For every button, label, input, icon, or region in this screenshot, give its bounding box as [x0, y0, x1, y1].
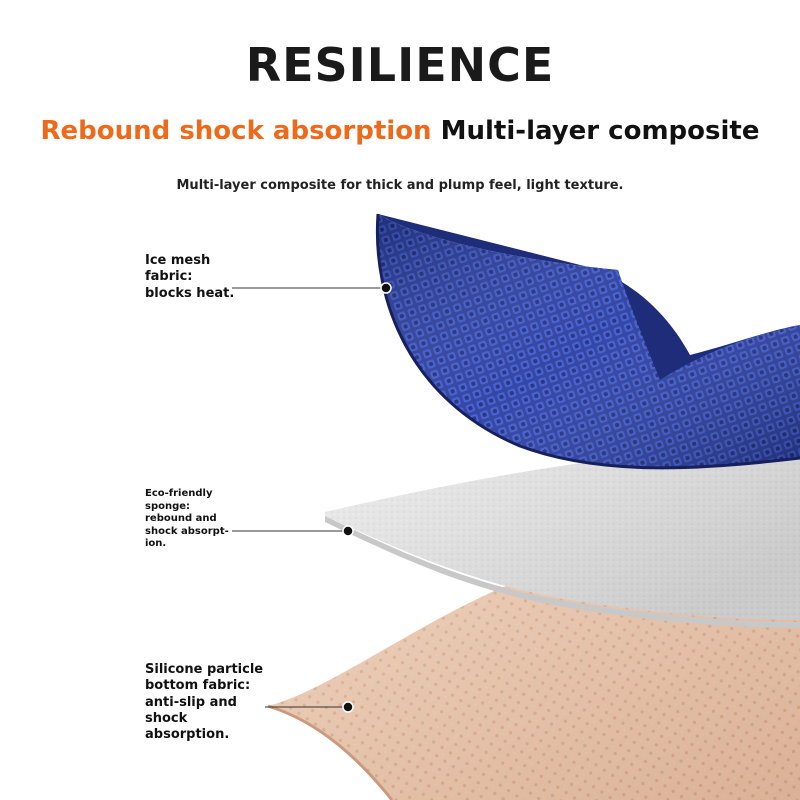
- sponge-layer: [325, 448, 800, 628]
- label-line: Ice mesh: [145, 253, 211, 268]
- mesh-dot: [380, 282, 392, 294]
- label-line: blocks heat.: [145, 285, 235, 301]
- subtitle-accent: Rebound shock absorption: [40, 116, 432, 146]
- description: Multi-layer composite for thick and plum…: [176, 178, 624, 193]
- label-line: rebound and: [145, 513, 217, 524]
- label-line: Eco-friendly: [145, 488, 213, 499]
- label-line: shock: [145, 710, 188, 726]
- label-line: absorption.: [145, 727, 230, 742]
- label-ice-mesh: Ice mesh fabric: blocks heat.: [145, 253, 234, 302]
- label-line: anti-slip and: [145, 694, 237, 710]
- label-line: shock absorpt-: [145, 525, 229, 537]
- mesh-layer: [375, 213, 800, 470]
- leader-lines: [232, 287, 385, 708]
- subtitle-rest: Multi-layer composite: [440, 116, 760, 146]
- label-silicone: Silicone particle bottom fabric: anti-sl…: [145, 662, 263, 743]
- page-title: RESILIENCE: [245, 38, 555, 92]
- leader-dots: [342, 282, 392, 713]
- label-line: fabric:: [145, 269, 193, 285]
- silicone-dot: [342, 701, 354, 713]
- label-line: Silicone particle: [145, 662, 264, 677]
- subtitle: Rebound shock absorption Multi-layer com…: [0, 116, 800, 146]
- label-line: sponge:: [145, 500, 191, 512]
- sponge-dot: [342, 525, 354, 537]
- label-eco-sponge: Eco-friendly sponge: rebound and shock a…: [145, 488, 229, 551]
- label-line: ion.: [145, 538, 167, 549]
- label-line: bottom fabric:: [145, 678, 251, 694]
